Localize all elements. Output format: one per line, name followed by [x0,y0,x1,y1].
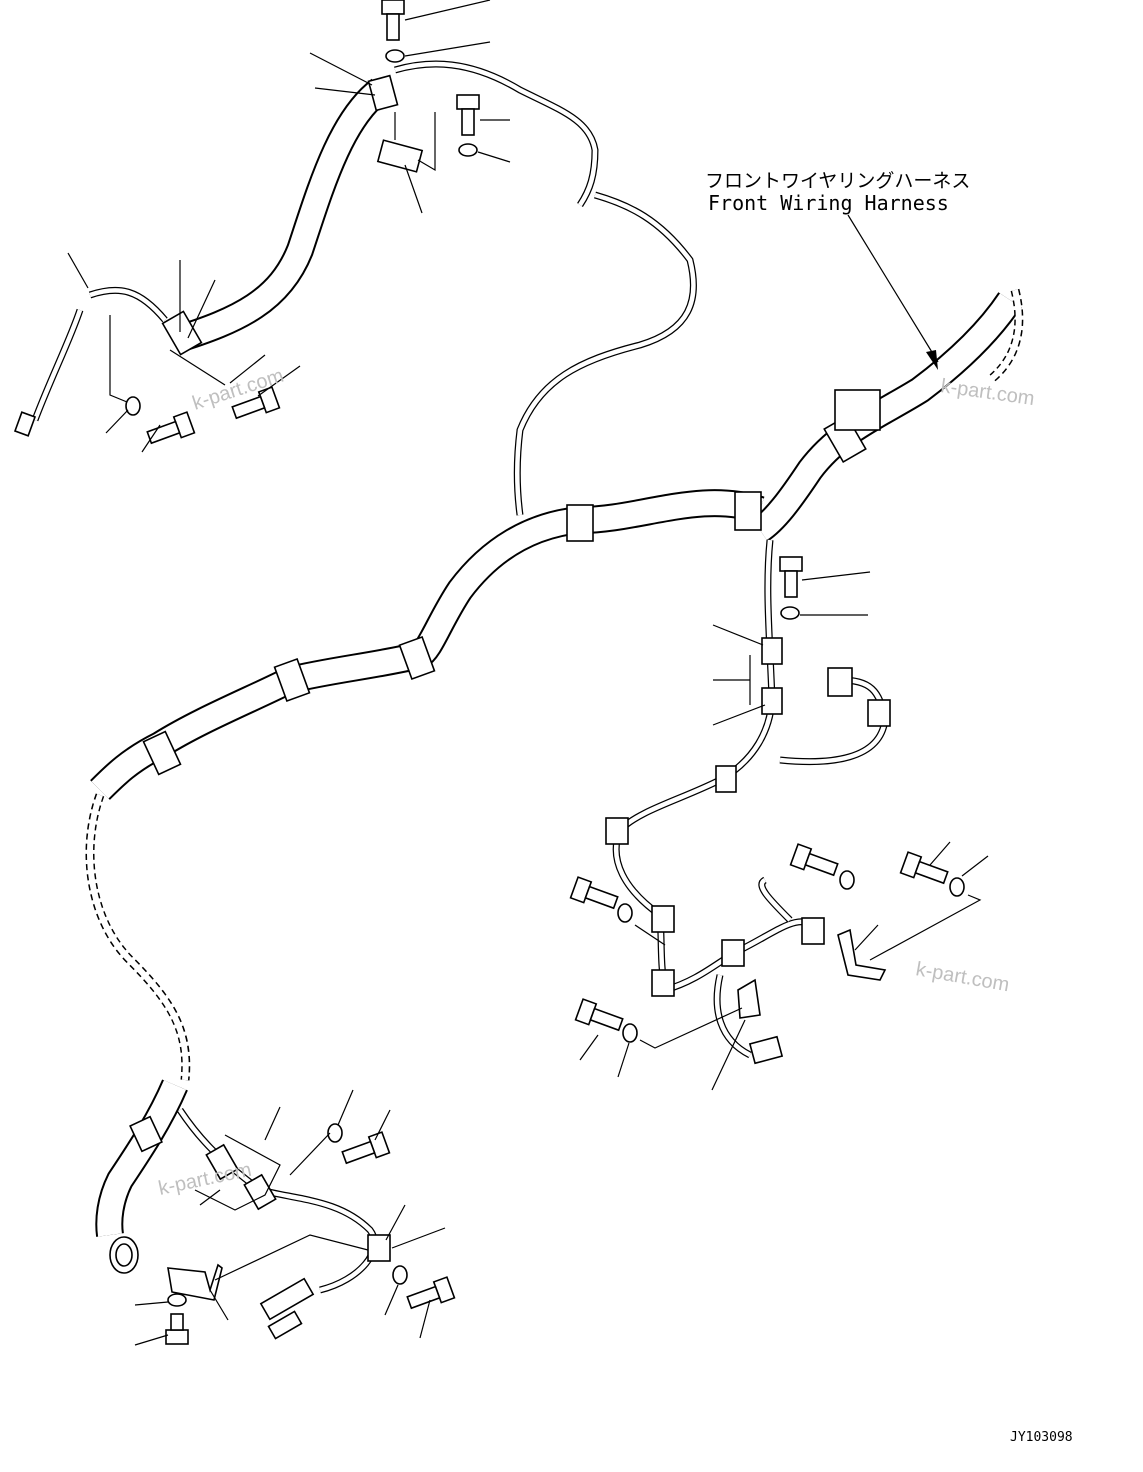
washer-icon [949,877,965,897]
washer-icon [327,1123,343,1143]
leader-lines [67,0,989,1346]
clamp-icon [651,969,675,997]
callout-label-en: Front Wiring Harness [708,191,949,215]
small-connector-icon [13,411,37,437]
callout: フロントワイヤリングハーネス Front Wiring Harness [705,170,970,370]
washer-icon [385,49,405,63]
drawing-number: JY103098 [1010,1430,1073,1445]
bolt-icon [574,998,624,1032]
sensor-icon [748,1035,784,1065]
bolt-icon [456,94,480,136]
washer-icon [617,903,633,923]
clamp-icon [761,687,783,715]
upper-harness [13,60,697,516]
clamp-icon [273,657,311,703]
callout-arrow-head [926,350,938,370]
bolt-icon [381,0,405,41]
washer-icon [392,1265,408,1285]
bolt-icon [146,411,196,445]
clamps [129,74,891,1301]
bolt-icon [779,556,803,598]
washer-icon [780,606,800,620]
clamp-icon [715,765,737,793]
bolt-icon [406,1276,456,1310]
washer-icon [622,1023,638,1043]
callout-arrow-line [847,214,939,363]
watermarks: k-part.com k-part.com k-part.com k-part.… [156,365,1035,1200]
callout-label-jp: フロントワイヤリングハーネス [705,170,970,192]
clamp-icon [651,905,675,933]
bolt-icon [341,1131,391,1165]
bracket-plate-icon [376,139,424,173]
bolt-icon [231,386,281,420]
connector-icon [259,1277,315,1321]
bolt-icon [165,1313,189,1345]
washer-icon [125,396,141,416]
watermark: k-part.com [914,958,1011,996]
clamp-icon [161,310,203,356]
clamp-icon [734,491,762,531]
bracket-icon [737,978,761,1019]
clamp-icon [801,917,825,945]
clamp-icon [721,939,745,967]
watermark: k-part.com [939,375,1036,410]
bolts [146,0,949,1345]
clamp-icon [142,730,182,776]
clamp-icon [605,817,629,845]
washers [125,49,965,1307]
clamp-icon [205,1143,239,1181]
washer-icon [167,1293,187,1307]
clamp-icon [761,637,783,665]
main-harness-dashed [85,288,1024,1081]
bolt-icon [569,876,619,910]
clamp-icon [129,1115,163,1153]
connector-icon [827,667,853,697]
bolt-icon [789,843,839,877]
bracket-icon [837,928,887,981]
clamp-icon [367,1234,391,1262]
clamp-icon [367,74,399,112]
clamp-icon [566,504,594,542]
clamp-icon [398,635,436,681]
washer-icon [458,143,478,157]
junction-block-icon [834,389,881,431]
watermark: k-part.com [156,1159,253,1200]
bolt-icon [899,851,949,885]
lower-left-harness [95,1079,378,1340]
washer-icon [839,870,855,890]
clamp-icon [867,699,891,727]
